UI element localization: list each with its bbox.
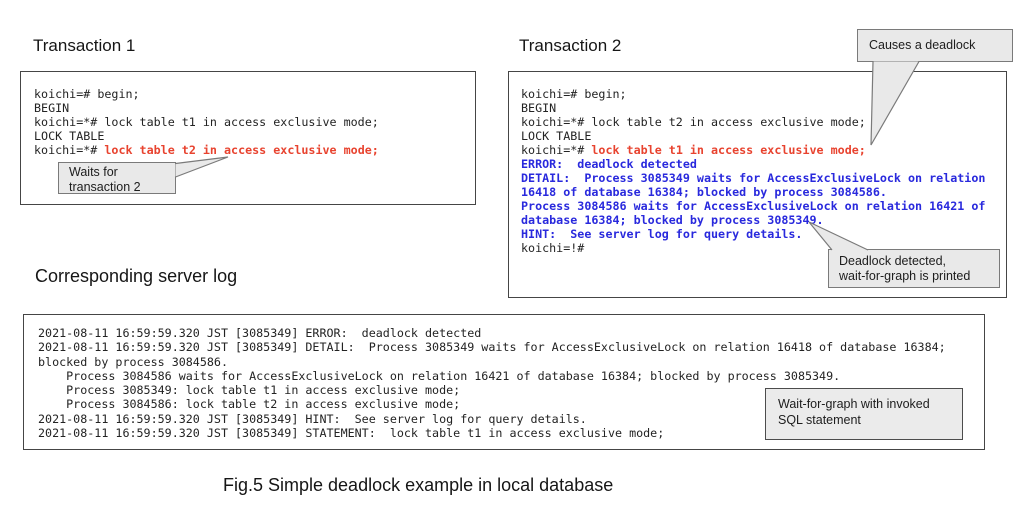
transaction1-title: Transaction 1 bbox=[33, 36, 136, 55]
figure-caption: Fig.5 Simple deadlock example in local d… bbox=[223, 475, 614, 495]
server-log-text: 2021-08-11 16:59:59.320 JST [3085349] ER… bbox=[24, 315, 984, 440]
server-log-title: Corresponding server log bbox=[35, 266, 238, 286]
deadlock-detected-callout: Deadlock detected, wait-for-graph is pri… bbox=[828, 249, 1000, 288]
causes-deadlock-callout: Causes a deadlock bbox=[857, 29, 1013, 62]
terminal-line-highlighted: koichi=*# lock table t2 in access exclus… bbox=[34, 143, 379, 157]
terminal-line: koichi=*# lock table t2 in access exclus… bbox=[521, 115, 866, 129]
terminal-line: BEGIN bbox=[34, 101, 70, 115]
log-line: Process 3084586 waits for AccessExclusiv… bbox=[38, 368, 841, 383]
detail-line: Process 3084586 waits for AccessExclusiv… bbox=[521, 199, 986, 213]
log-line: Process 3085349: lock table t1 in access… bbox=[38, 383, 461, 398]
terminal-line: LOCK TABLE bbox=[521, 129, 592, 143]
transaction1-terminal-text: koichi=# begin; BEGIN koichi=*# lock tab… bbox=[21, 72, 475, 157]
blocked-statement-text: lock table t2 in access exclusive mode; bbox=[104, 143, 379, 157]
error-line: ERROR: deadlock detected bbox=[521, 157, 697, 171]
detail-line: 16418 of database 16384; blocked by proc… bbox=[521, 185, 887, 199]
transaction2-terminal-text: koichi=# begin; BEGIN koichi=*# lock tab… bbox=[509, 72, 1006, 255]
log-line: 2021-08-11 16:59:59.320 JST [3085349] ST… bbox=[38, 426, 665, 441]
hint-line: HINT: See server log for query details. bbox=[521, 227, 803, 241]
prompt-line: koichi=!# bbox=[521, 241, 585, 255]
log-line: Process 3084586: lock table t2 in access… bbox=[38, 397, 461, 412]
terminal-line: koichi=# begin; bbox=[521, 87, 627, 101]
log-line: 2021-08-11 16:59:59.320 JST [3085349] ER… bbox=[38, 326, 482, 340]
log-line: 2021-08-11 16:59:59.320 JST [3085349] HI… bbox=[38, 411, 587, 426]
deadlock-statement-text: lock table t1 in access exclusive mode; bbox=[591, 143, 866, 157]
waits-for-transaction2-callout: Waits for transaction 2 bbox=[58, 162, 176, 194]
wait-for-graph-callout: Wait-for-graph with invoked SQL statemen… bbox=[765, 388, 963, 440]
terminal-line: koichi=*# lock table t1 in access exclus… bbox=[34, 115, 379, 129]
terminal-line: LOCK TABLE bbox=[34, 129, 105, 143]
log-line: 2021-08-11 16:59:59.320 JST [3085349] DE… bbox=[38, 340, 946, 355]
transaction2-title: Transaction 2 bbox=[519, 36, 622, 55]
terminal-line: koichi=# begin; bbox=[34, 87, 140, 101]
terminal-line-highlighted: koichi=*# lock table t1 in access exclus… bbox=[521, 143, 866, 157]
detail-line: database 16384; blocked by process 30853… bbox=[521, 213, 824, 227]
detail-line: DETAIL: Process 3085349 waits for Access… bbox=[521, 171, 986, 185]
terminal-line: BEGIN bbox=[521, 101, 557, 115]
log-line: blocked by process 3084586. bbox=[38, 354, 228, 369]
